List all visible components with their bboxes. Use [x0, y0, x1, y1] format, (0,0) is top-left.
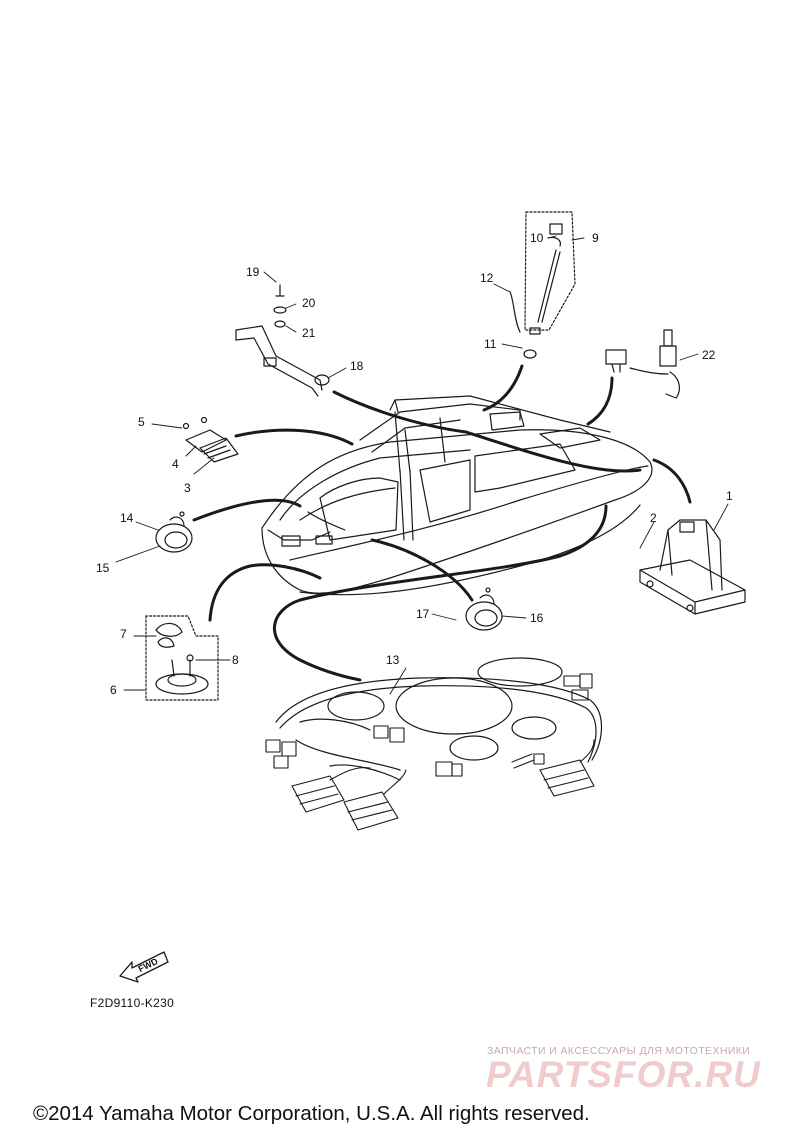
callout-10: 10: [530, 231, 544, 245]
callout-14: 14: [120, 511, 134, 525]
vent-cover-part: [182, 416, 239, 463]
handrail-part: [235, 284, 330, 397]
speaker-front-part: [155, 511, 193, 553]
callout-21: 21: [302, 326, 316, 340]
leader-lines: [115, 235, 729, 695]
battery-bracket-part: [639, 519, 746, 615]
antenna-part: [509, 211, 576, 359]
callout-18: 18: [350, 359, 364, 373]
callout-6: 6: [110, 683, 117, 697]
watermark-subtitle: ЗАПЧАСТИ И АКСЕССУАРЫ ДЛЯ МОТОТЕХНИКИ: [487, 1045, 751, 1057]
callout-20: 20: [302, 296, 316, 310]
boat-hull: [261, 395, 653, 596]
callout-5: 5: [138, 415, 145, 429]
fwd-arrow-icon: FWD: [119, 951, 169, 983]
speaker-rear-part: [465, 587, 503, 631]
callout-4: 4: [172, 457, 179, 471]
callout-13: 13: [386, 653, 400, 667]
callout-1: 1: [726, 489, 733, 503]
callout-7: 7: [120, 627, 127, 641]
copyright-notice: ©2014 Yamaha Motor Corporation, U.S.A. A…: [33, 1102, 590, 1125]
callout-19: 19: [246, 265, 260, 279]
callout-16: 16: [530, 611, 544, 625]
callout-9: 9: [592, 231, 599, 245]
callout-2: 2: [650, 511, 657, 525]
callout-17: 17: [416, 607, 430, 621]
sensor-part: [605, 329, 680, 399]
figure-code: F2D9110-K230: [90, 996, 175, 1010]
routing-lines: [192, 364, 692, 682]
callout-12: 12: [480, 271, 494, 285]
callout-22: 22: [702, 348, 716, 362]
bow-light-part: [145, 615, 219, 701]
wire-harness-part: [265, 657, 602, 831]
callout-3: 3: [184, 481, 191, 495]
watermark-logo: PARTSFOR.RU: [486, 1054, 761, 1095]
callout-8: 8: [232, 653, 239, 667]
callout-11: 11: [484, 337, 497, 351]
callout-15: 15: [96, 561, 110, 575]
callout-labels: 1 2 3 4 5 6 7 8 9 10 11 12 13 14 15 16 1…: [96, 231, 733, 697]
